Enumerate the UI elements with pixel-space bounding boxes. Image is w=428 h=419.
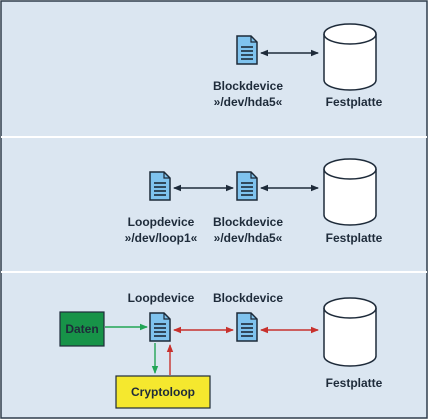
daten-box: [59, 311, 105, 347]
row3-festplatte-label: Festplatte: [326, 376, 383, 390]
row1-blockdevice-label: Blockdevice: [213, 79, 283, 93]
row2-blockdevice-icon: [236, 171, 258, 201]
row2-festplatte-label: Festplatte: [326, 231, 383, 245]
row2-loopdevice-icon: [149, 171, 171, 201]
row3-blockdevice-icon: [236, 312, 258, 342]
row1-blockdevice-icon: [236, 35, 258, 65]
row2-blockdevice-label: Blockdevice: [213, 215, 283, 229]
cryptoloop-box: [115, 375, 211, 409]
row2-loopdevice-label: Loopdevice: [128, 215, 195, 229]
row1-festplatte-disk-icon: [323, 23, 377, 91]
daten-label: Daten: [65, 322, 98, 336]
row3-festplatte-disk-icon: [323, 297, 377, 367]
row2-loopdevice-path: »/dev/loop1«: [125, 231, 198, 245]
row3-loopdevice-label: Loopdevice: [128, 291, 195, 305]
cryptoloop-label: Cryptoloop: [131, 385, 195, 399]
row1-festplatte-label: Festplatte: [326, 95, 383, 109]
row3-loopdevice-icon: [149, 312, 171, 342]
row3-blockdevice-label: Blockdevice: [213, 291, 283, 305]
row1-blockdevice-path: »/dev/hda5«: [214, 95, 283, 109]
row2-blockdevice-path: »/dev/hda5«: [214, 231, 283, 245]
row2-festplatte-disk-icon: [323, 158, 377, 226]
